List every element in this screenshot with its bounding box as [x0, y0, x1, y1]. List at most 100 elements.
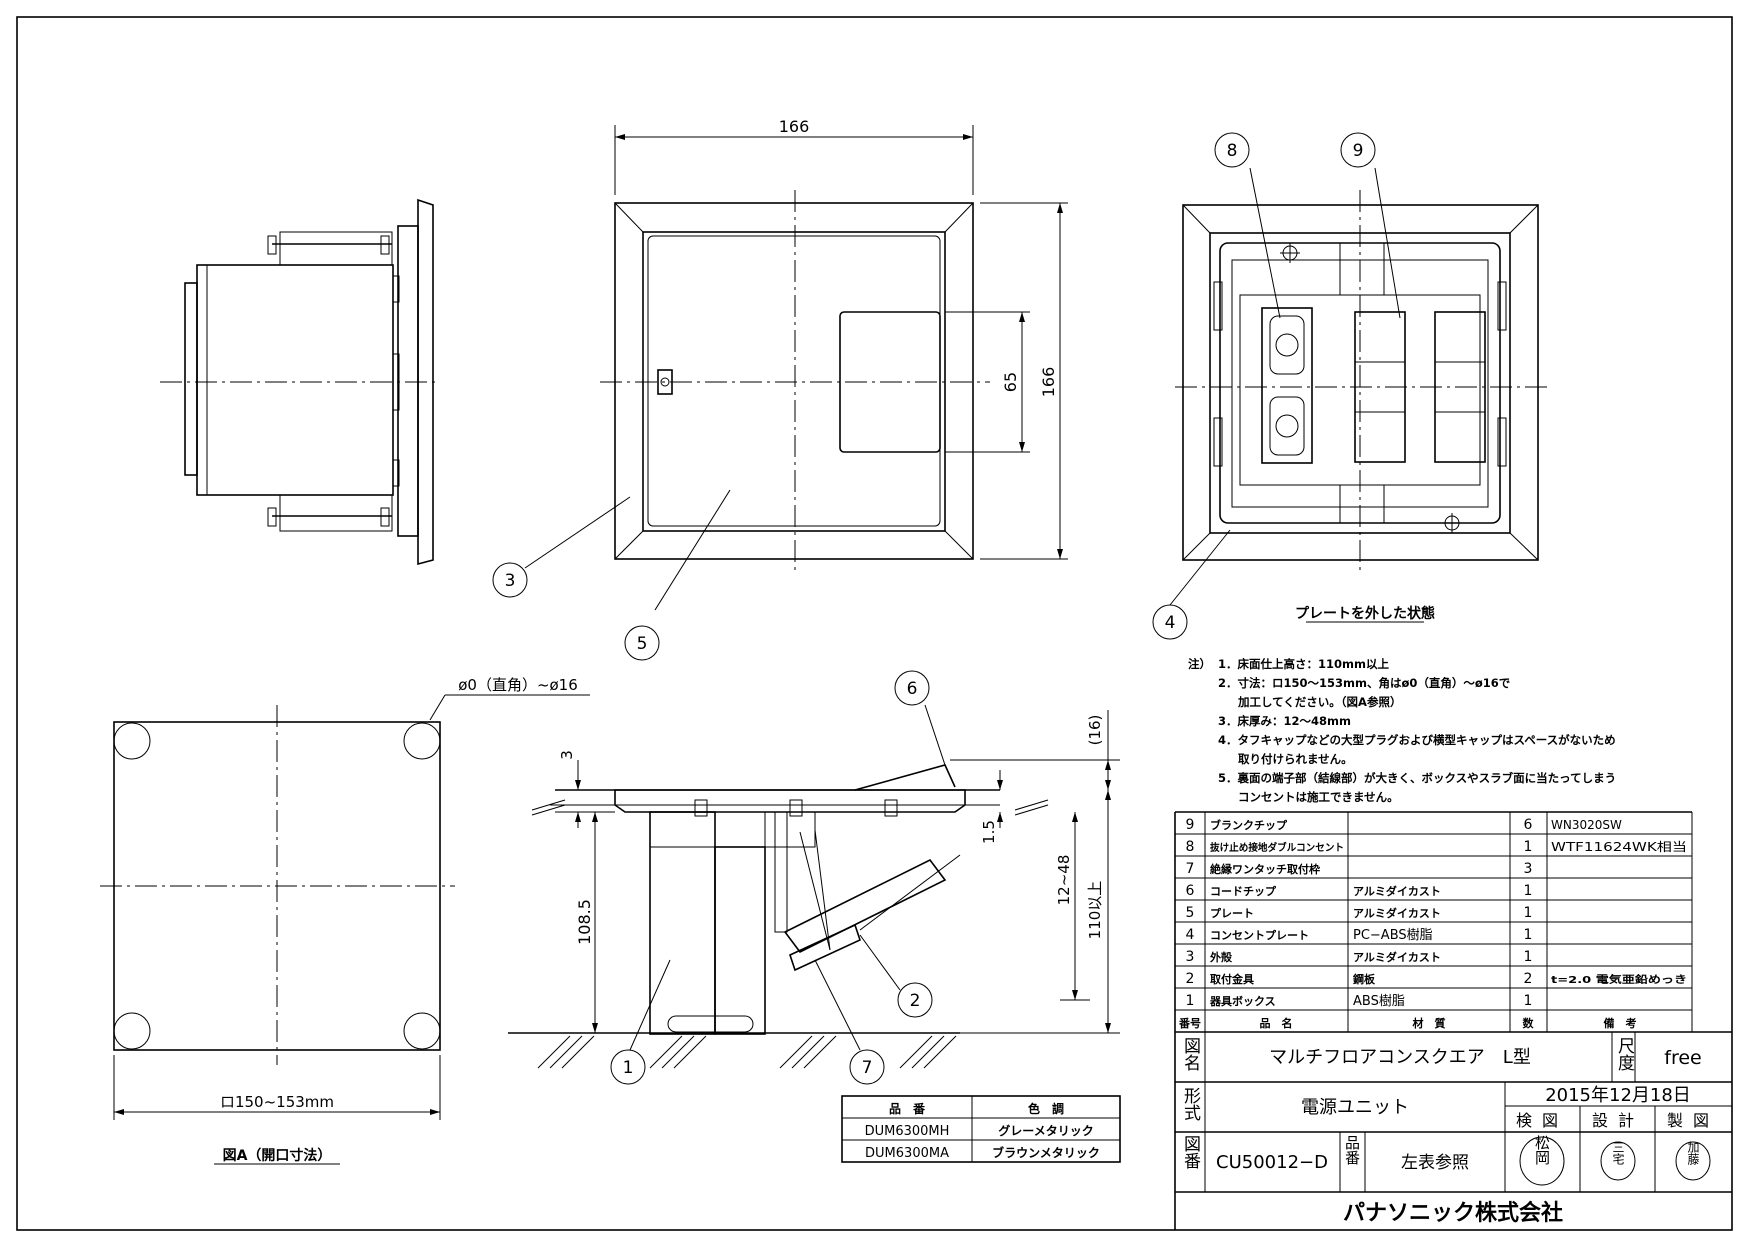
- svg-text:器具ボックス: 器具ボックス: [1209, 994, 1276, 1008]
- company-name: パナソニック株式会社: [1343, 1200, 1563, 1226]
- svg-text:t=2.0 電気亜鉛めっき: t=2.0 電気亜鉛めっき: [1551, 973, 1687, 986]
- balloon-9: 9: [1340, 132, 1376, 168]
- note-line: 4．タフキャップなどの大型プラグおよび横型キャップはスペースがないため: [1218, 733, 1616, 747]
- svg-text:3: 3: [505, 571, 516, 591]
- svg-text:材 質: 材 質: [1413, 1016, 1446, 1030]
- svg-text:4: 4: [1186, 927, 1195, 943]
- role-draft: 製図: [1667, 1111, 1719, 1130]
- svg-text:8: 8: [1227, 141, 1238, 161]
- stamp-miyake: 三宅: [1611, 1141, 1625, 1165]
- svg-text:1: 1: [1524, 927, 1533, 943]
- parts-header-row: 番号 品 名 材 質 数 備 考: [1178, 1016, 1637, 1030]
- role-design: 設計: [1592, 1111, 1644, 1130]
- svg-text:鋼板: 鋼板: [1352, 972, 1376, 986]
- svg-text:ABS樹脂: ABS樹脂: [1353, 994, 1405, 1009]
- notes-block: 注） 1．床面仕上高さ：110mm以上 2．寸法：ロ150～153mm、角はø0…: [1188, 657, 1616, 804]
- svg-text:ブランクチップ: ブランクチップ: [1210, 818, 1288, 832]
- color-row-color: ブラウンメタリック: [992, 1145, 1100, 1160]
- svg-text:4: 4: [1165, 613, 1176, 633]
- svg-text:アルミダイカスト: アルミダイカスト: [1353, 884, 1441, 898]
- note-line: 3．床厚み：12～48mm: [1218, 714, 1351, 728]
- svg-text:1: 1: [1524, 905, 1533, 921]
- svg-text:6: 6: [1186, 883, 1195, 899]
- svg-text:5: 5: [637, 634, 648, 654]
- svg-text:備 考: 備 考: [1604, 1016, 1637, 1030]
- dim-floor-thick: 12~48: [1055, 855, 1073, 906]
- svg-text:コードチップ: コードチップ: [1210, 884, 1277, 898]
- svg-text:2: 2: [910, 991, 921, 1011]
- svg-text:5: 5: [1186, 905, 1195, 921]
- side-view: [160, 198, 435, 566]
- color-row-color: グレーメタリック: [998, 1123, 1094, 1138]
- svg-text:WTF11624WK相当: WTF11624WK相当: [1551, 840, 1687, 854]
- parts-row: 9 ブランクチップ 6 WN3020SW: [1186, 817, 1622, 833]
- svg-text:3: 3: [1186, 949, 1195, 965]
- balloon-7: 7: [849, 1049, 885, 1085]
- svg-text:絶縁ワンタッチ取付枠: 絶縁ワンタッチ取付枠: [1210, 862, 1320, 876]
- color-header-color: 色 調: [1028, 1101, 1064, 1116]
- svg-text:9: 9: [1186, 817, 1195, 833]
- svg-text:6: 6: [907, 679, 918, 699]
- notes-prefix: 注）: [1188, 657, 1211, 671]
- svg-text:2: 2: [1186, 971, 1195, 987]
- balloon-5: 5: [624, 625, 660, 661]
- label-hinban: 品番: [1343, 1135, 1361, 1165]
- svg-text:7: 7: [1186, 861, 1195, 877]
- label-zuban: 図番: [1180, 1135, 1201, 1169]
- svg-text:6: 6: [1524, 817, 1533, 833]
- parts-row: 3 外殻 アルミダイカスト 1: [1186, 949, 1533, 965]
- note-line: 1．床面仕上高さ：110mm以上: [1218, 657, 1389, 671]
- svg-text:1: 1: [1524, 949, 1533, 965]
- balloon-2: 2: [897, 982, 933, 1018]
- svg-text:8: 8: [1186, 839, 1195, 855]
- dim-opening: ロ150~153mm: [220, 1093, 334, 1111]
- svg-text:取付金具: 取付金具: [1210, 972, 1254, 986]
- svg-text:数: 数: [1523, 1016, 1535, 1030]
- color-table: [841, 1095, 1121, 1163]
- svg-text:PC−ABS樹脂: PC−ABS樹脂: [1353, 928, 1433, 943]
- svg-text:番号: 番号: [1178, 1016, 1201, 1030]
- svg-text:WN3020SW: WN3020SW: [1551, 818, 1622, 832]
- svg-text:品 名: 品 名: [1260, 1016, 1293, 1030]
- svg-text:1: 1: [1524, 839, 1533, 855]
- svg-text:抜け止め接地ダブルコンセント: 抜け止め接地ダブルコンセント: [1210, 841, 1344, 854]
- drawing-date: 2015年12月18日: [1545, 1085, 1691, 1106]
- label-type: 形式: [1180, 1087, 1201, 1121]
- plate-removed-view: [1169, 167, 1550, 606]
- svg-text:1: 1: [1524, 883, 1533, 899]
- svg-text:2: 2: [1524, 971, 1533, 987]
- svg-text:9: 9: [1353, 141, 1364, 161]
- label-zumei: 図名: [1180, 1037, 1201, 1071]
- dim-plate-thick: 3: [558, 750, 576, 760]
- svg-text:プレート: プレート: [1210, 906, 1254, 920]
- stamp-kato: 加藤: [1686, 1141, 1700, 1165]
- svg-text:1: 1: [1186, 993, 1195, 1009]
- svg-text:1: 1: [623, 1058, 634, 1078]
- dim-top-height: 166: [1039, 367, 1058, 398]
- label-scale: 尺度: [1614, 1037, 1635, 1071]
- parts-table: [1174, 811, 1732, 1230]
- svg-text:1: 1: [1524, 993, 1533, 1009]
- parts-row: 7 絶縁ワンタッチ取付枠 3: [1186, 861, 1533, 877]
- drawing-title: マルチフロアコンスクエア L型: [1269, 1047, 1531, 1068]
- dim-cap-height: (16): [1086, 715, 1104, 746]
- parts-row: 1 器具ボックス ABS樹脂 1: [1186, 993, 1533, 1009]
- parts-row: 5 プレート アルミダイカスト 1: [1186, 905, 1533, 921]
- dim-corner-radius: ø0（直角）~ø16: [458, 676, 578, 694]
- role-check: 検図: [1516, 1111, 1568, 1130]
- color-row-part: DUM6300MH: [865, 1124, 950, 1139]
- balloon-4: 4: [1152, 604, 1188, 640]
- note-line: 加工してください。（図A参照）: [1237, 695, 1401, 709]
- svg-text:アルミダイカスト: アルミダイカスト: [1353, 950, 1441, 964]
- note-line: 取り付けられません。: [1238, 752, 1353, 766]
- drawing-number: CU50012−D: [1216, 1152, 1328, 1173]
- figure-a-opening: [100, 694, 590, 1120]
- section-view: [508, 704, 1120, 1069]
- parts-row: 6 コードチップ アルミダイカスト 1: [1186, 883, 1533, 899]
- svg-text:外殻: 外殻: [1209, 950, 1233, 964]
- dim-floor-height: 110以上: [1086, 881, 1104, 940]
- stamp-matsuoka: 松岡: [1533, 1135, 1551, 1166]
- svg-text:3: 3: [1524, 861, 1533, 877]
- balloon-8: 8: [1214, 132, 1250, 168]
